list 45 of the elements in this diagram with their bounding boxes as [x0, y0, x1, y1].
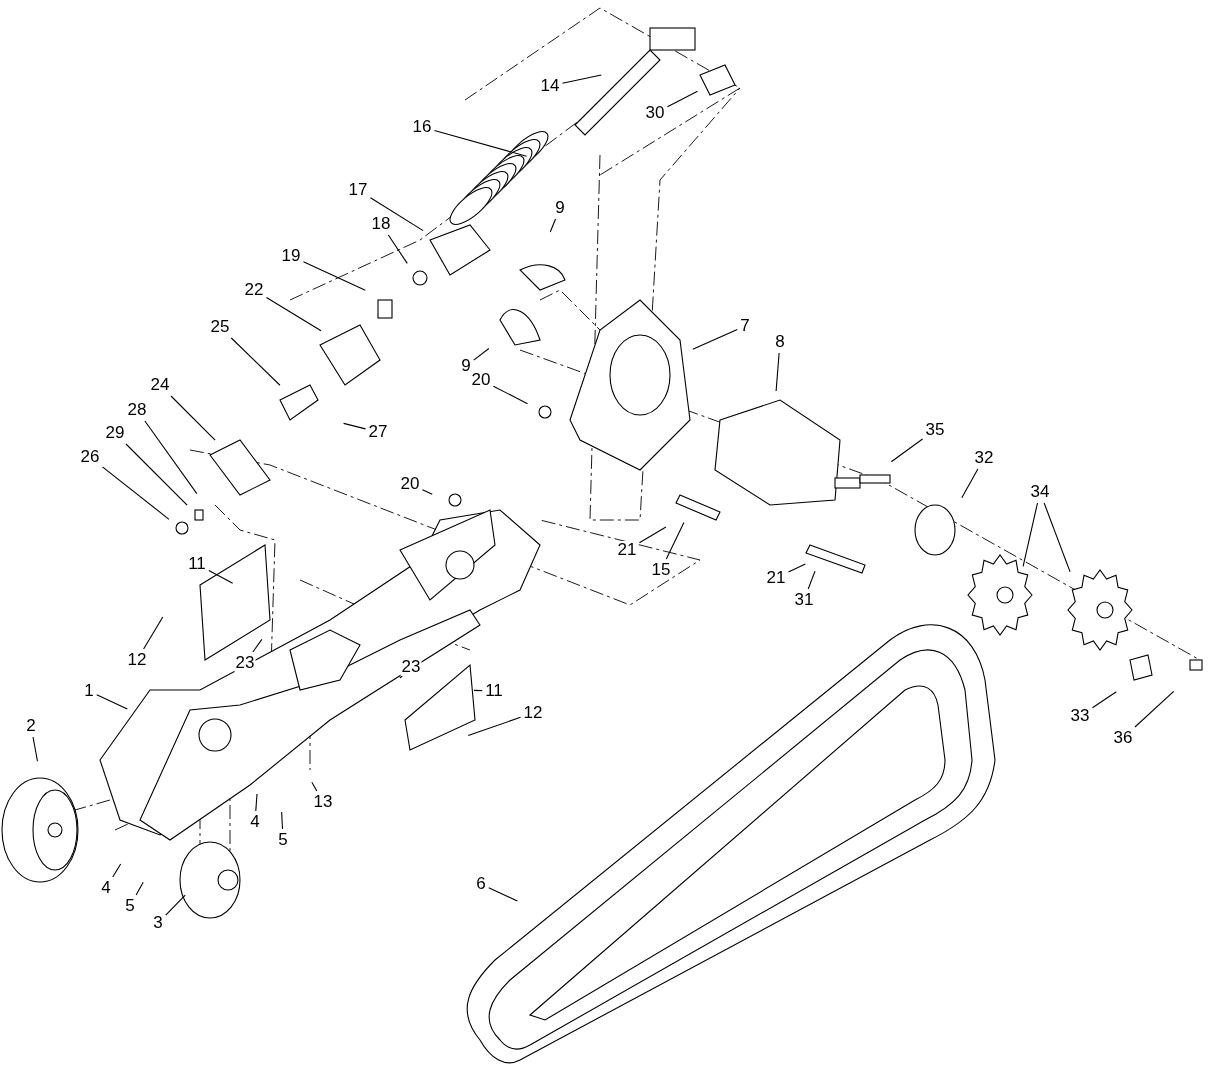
leader-line: [112, 863, 122, 878]
leader-line: [473, 689, 483, 692]
leader-line: [208, 569, 234, 584]
leader-line: [125, 443, 188, 506]
leader-line: [775, 352, 780, 392]
leader-line: [488, 887, 518, 902]
leader-line: [343, 422, 367, 430]
leader-line: [492, 385, 529, 405]
leader-line: [387, 234, 408, 264]
leader-line: [281, 811, 284, 830]
leader-line: [692, 328, 738, 350]
leader-line: [549, 218, 557, 233]
leader-line: [144, 420, 198, 495]
leader-line: [255, 793, 258, 812]
leader-line: [369, 197, 424, 232]
leader-line: [302, 261, 366, 291]
callout-number: 23: [234, 654, 256, 672]
leader-line: [433, 129, 528, 157]
leader-line: [1091, 691, 1117, 709]
leader-line: [1134, 690, 1175, 728]
leader-line: [165, 894, 186, 916]
leader-line: [961, 468, 979, 499]
leader-line: [807, 570, 816, 590]
leader-line: [135, 881, 144, 896]
leader-line: [101, 466, 170, 520]
leader-line: [473, 347, 490, 361]
leader-line: [561, 74, 602, 84]
leader-line: [170, 395, 216, 441]
leader-line: [311, 781, 318, 792]
leader-line: [252, 638, 263, 653]
leader-line: [1043, 502, 1071, 573]
leader-line: [1022, 502, 1039, 567]
leader-line: [665, 522, 685, 560]
callout-number: 23: [400, 658, 422, 676]
leader-line: [666, 90, 699, 108]
leader-line: [32, 736, 38, 762]
leader-line: [96, 694, 128, 710]
leader-line: [890, 438, 924, 463]
leader-line: [143, 616, 164, 650]
leader-line: [265, 297, 322, 332]
leader-line: [638, 526, 667, 544]
leader-line: [230, 337, 281, 386]
leader-line: [787, 563, 806, 573]
leader-line: [467, 716, 522, 736]
leader-line: [421, 489, 433, 495]
